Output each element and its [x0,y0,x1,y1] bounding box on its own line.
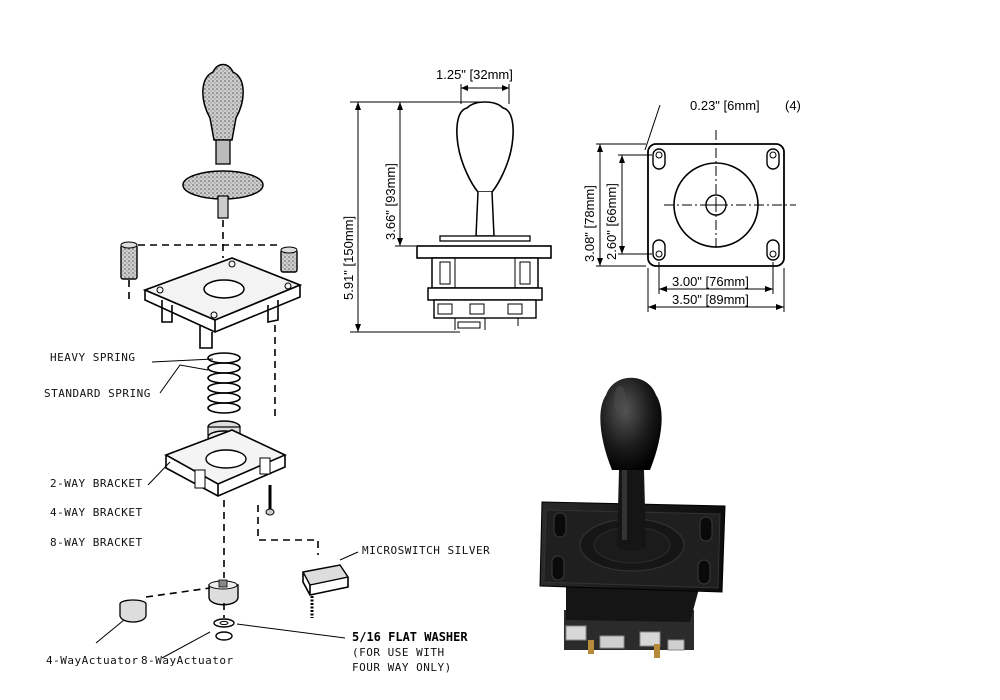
dust-washer [182,170,264,219]
label-microswitch: MICROSWITCH SILVER [362,544,490,557]
actuator-8way [208,579,239,606]
dim-plate-width: 3.50" [89mm] [672,292,749,307]
mounting-plate [142,257,303,349]
plate-view-dimensions [596,104,785,312]
dim-top-width: 1.25" [32mm] [436,67,513,82]
label-washer-title: 5/16 FLAT WASHER [352,630,468,644]
label-washer-note-2: FOUR WAY ONLY) [352,661,452,674]
screw [265,485,275,516]
flat-washer [213,618,235,641]
label-2way-bracket: 2-WAY BRACKET [50,477,143,490]
microswitch [301,564,350,618]
joystick-photo [539,377,726,658]
dim-plate-height: 3.08" [78mm] [582,185,597,262]
spacer-left [120,241,138,280]
springs [207,352,241,414]
label-4way-bracket: 4-WAY BRACKET [50,506,143,519]
spacer-right [280,246,298,273]
dim-hole-count: (4) [785,98,801,113]
label-standard-spring: STANDARD SPRING [44,387,151,400]
dim-total-height: 5.91" [150mm] [341,216,356,300]
exploded-view [95,63,359,659]
label-washer-note-1: (FOR USE WITH [352,646,445,659]
label-8way-bracket: 8-WAY BRACKET [50,536,143,549]
dim-shaft-height: 3.66" [93mm] [383,163,398,240]
dim-hole-spacing-horizontal: 3.00" [76mm] [672,274,749,289]
ball-top-knob [202,63,244,165]
label-heavy-spring: HEAVY SPRING [50,351,135,364]
bracket [164,429,287,497]
dim-hole-diameter: 0.23" [6mm] [690,98,760,113]
label-8way-actuator: 8-WayActuator [141,654,234,667]
label-4way-actuator: 4-WayActuator [46,654,139,667]
dim-hole-spacing-vertical: 2.60" [66mm] [604,183,619,260]
side-view-dimensions [350,84,510,333]
actuator-4way [119,599,147,623]
plate-view-drawing [647,130,796,267]
side-view-drawing [416,101,552,330]
